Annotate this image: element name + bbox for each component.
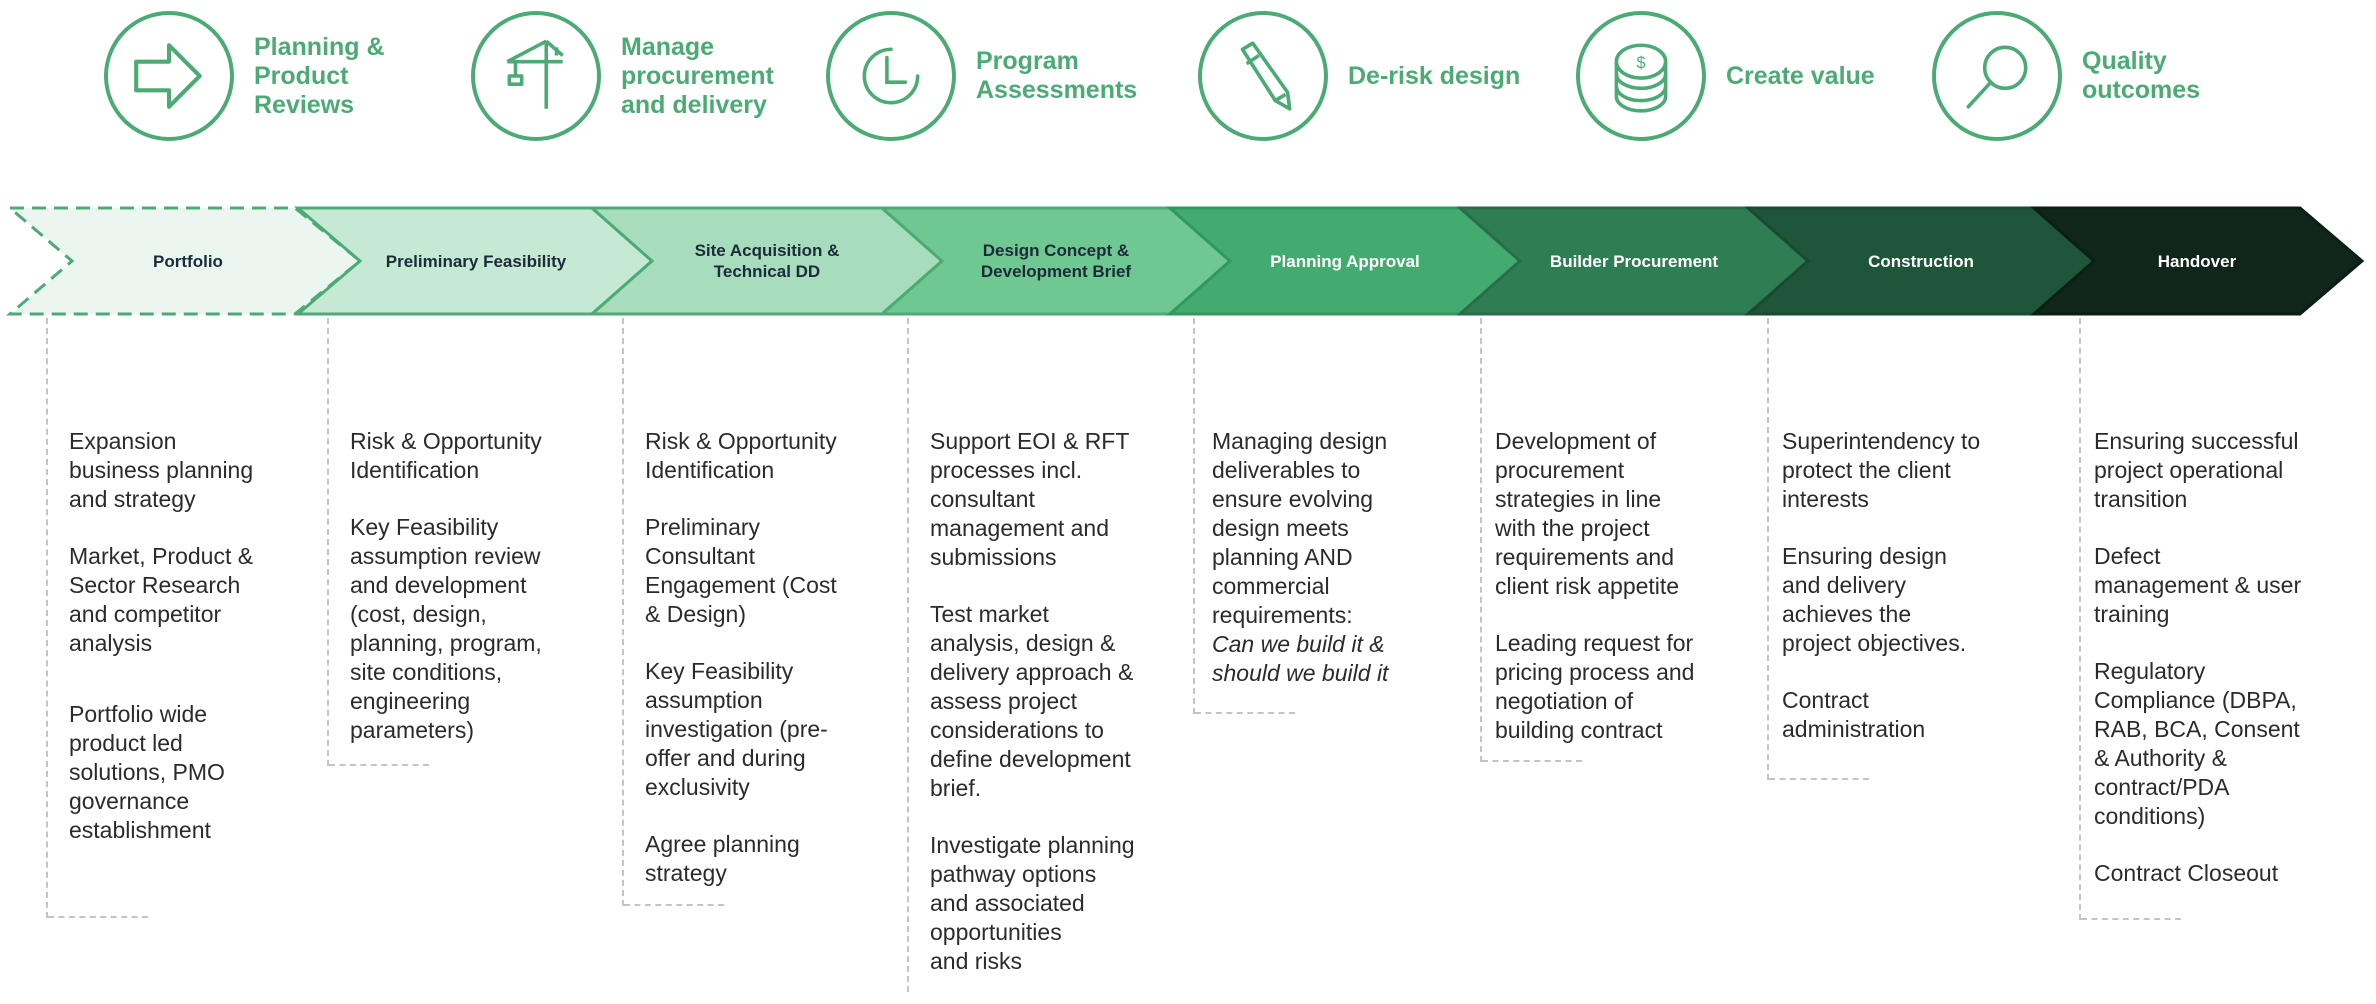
stage-label-site-acquisition: Site Acquisition & Technical DD xyxy=(694,241,840,281)
column-builder-procurement: Development of procurement strategies in… xyxy=(1495,427,1745,773)
stage-label-builder-procurement: Builder Procurement xyxy=(1549,251,1719,271)
pencil-icon xyxy=(1198,11,1328,141)
connector-preliminary-feasibility xyxy=(327,318,429,766)
column-construction: Superintendency to protect the client in… xyxy=(1782,427,2032,772)
column-item: Key Feasibility assumption review and de… xyxy=(350,514,542,743)
column-item: Managing design deliverables to ensure e… xyxy=(1212,428,1388,628)
process-bar xyxy=(0,200,2376,322)
column-portfolio: Expansion business planning and strategy… xyxy=(69,427,299,873)
column-item: Contract administration xyxy=(1782,687,1926,742)
stage-label-preliminary-feasibility: Preliminary Feasibility xyxy=(385,251,567,271)
stage-chevron-portfolio xyxy=(5,206,363,316)
connector-handover xyxy=(2079,318,2181,920)
column-item: Market, Product & Sector Research and co… xyxy=(69,543,254,656)
column-item: Key Feasibility assumption investigation… xyxy=(645,658,828,800)
column-item: Preliminary Consultant Engagement (Cost … xyxy=(645,514,837,627)
service-planning: Planning & Product Reviews xyxy=(104,6,385,146)
arrow-right-icon xyxy=(104,11,234,141)
connector-design-concept xyxy=(907,318,909,992)
service-label: Program Assessments xyxy=(976,47,1138,104)
column-handover: Ensuring successful project operational … xyxy=(2094,427,2354,916)
column-item: Risk & Opportunity Identification xyxy=(350,428,542,483)
service-label: Manage procurement and delivery xyxy=(621,32,774,119)
service-quality: Quality outcomes xyxy=(1932,6,2200,146)
stage-label-planning-approval: Planning Approval xyxy=(1270,251,1420,271)
coins-icon: $ xyxy=(1576,11,1706,141)
stage-label-handover: Handover xyxy=(2157,251,2237,271)
column-item: Test market analysis, design & delivery … xyxy=(930,601,1134,801)
column-item: Support EOI & RFT processes incl. consul… xyxy=(930,428,1130,570)
column-item: Portfolio wide product led solutions, PM… xyxy=(69,701,225,843)
column-preliminary-feasibility: Risk & Opportunity Identification Key Fe… xyxy=(350,427,590,773)
service-derisk: De-risk design xyxy=(1198,6,1520,146)
services-row: Planning & Product Reviews Manage procur… xyxy=(0,0,2376,150)
column-design-concept: Support EOI & RFT processes incl. consul… xyxy=(930,427,1180,1004)
connector-planning-approval xyxy=(1193,318,1295,714)
column-item: Ensuring successful project operational … xyxy=(2094,428,2299,512)
connector-builder-procurement xyxy=(1480,318,1582,762)
column-item: Expansion business planning and strategy xyxy=(69,428,254,512)
connector-site-acquisition xyxy=(622,318,724,906)
stage-label-portfolio: Portfolio xyxy=(153,251,223,271)
connector-portfolio xyxy=(46,318,148,918)
magnifier-icon xyxy=(1932,11,2062,141)
stage-label-design-concept: Design Concept & Development Brief xyxy=(980,241,1132,281)
column-item: Contract Closeout xyxy=(2094,860,2279,886)
column-item: Defect management & user training xyxy=(2094,543,2302,627)
connector-construction xyxy=(1767,318,1869,780)
column-item: Development of procurement strategies in… xyxy=(1495,428,1680,599)
service-value: $ Create value xyxy=(1576,6,1875,146)
column-planning-approval: Managing design deliverables to ensure e… xyxy=(1212,427,1452,716)
column-item: Regulatory Compliance (DBPA, RAB, BCA, C… xyxy=(2094,658,2300,829)
stage-label-construction: Construction xyxy=(1868,251,1974,271)
stage-chevron-handover xyxy=(2030,206,2365,316)
service-procurement: Manage procurement and delivery xyxy=(471,6,774,146)
clock-icon xyxy=(826,11,956,141)
service-label: De-risk design xyxy=(1348,61,1521,90)
service-label: Create value xyxy=(1726,61,1875,90)
column-item-italic: Can we build it & should we build it xyxy=(1212,631,1389,686)
column-item: Risk & Opportunity Identification xyxy=(645,428,837,483)
column-item: Ensuring design and delivery achieves th… xyxy=(1782,543,1967,656)
column-item: Leading request for pricing process and … xyxy=(1495,630,1695,743)
service-label: Quality outcomes xyxy=(2082,47,2201,104)
svg-text:$: $ xyxy=(1636,54,1645,72)
service-label: Planning & Product Reviews xyxy=(254,32,385,119)
column-item: Superintendency to protect the client in… xyxy=(1782,428,1981,512)
column-item: Agree planning strategy xyxy=(645,831,800,886)
service-program: Program Assessments xyxy=(826,6,1137,146)
crane-icon xyxy=(471,11,601,141)
column-item: Investigate planning pathway options and… xyxy=(930,832,1135,974)
column-site-acquisition: Risk & Opportunity Identification Prelim… xyxy=(645,427,890,916)
